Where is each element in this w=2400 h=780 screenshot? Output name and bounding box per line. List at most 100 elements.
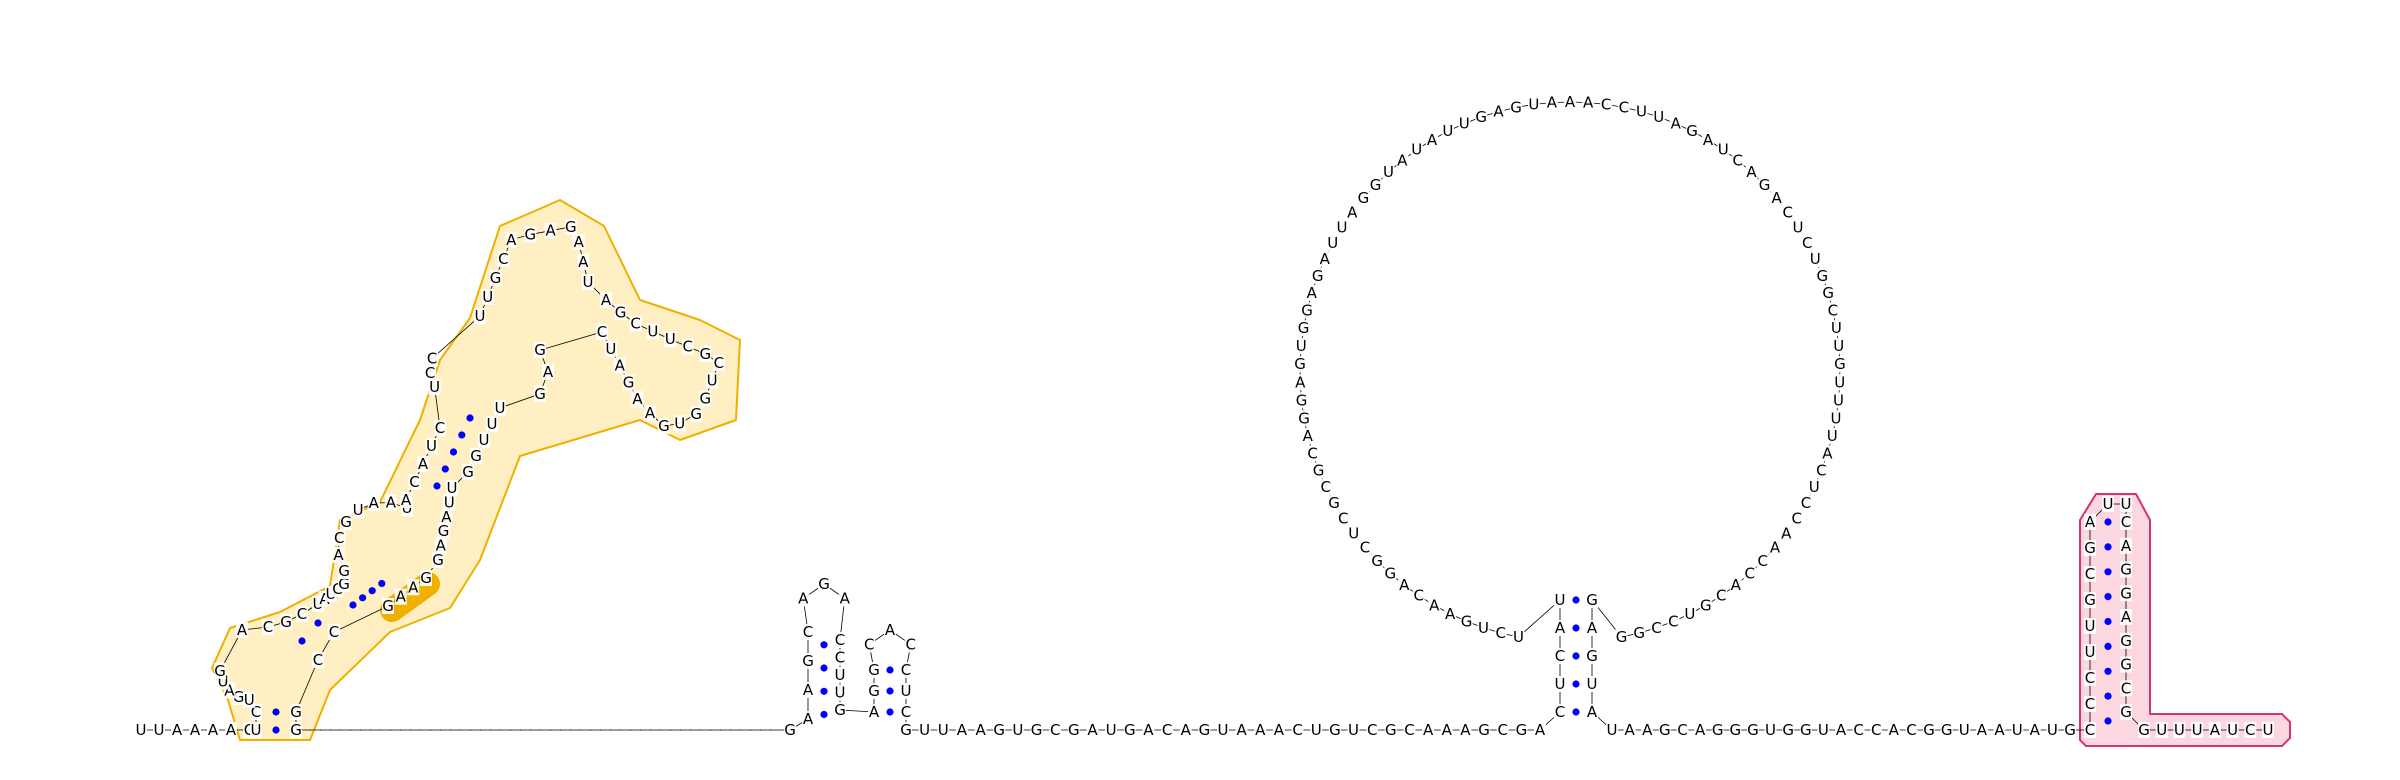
letter-backdrop xyxy=(1306,445,1319,462)
nucleotide-bigloop: U xyxy=(1718,141,1729,159)
letter-backdrop xyxy=(1832,392,1845,409)
letter-backdrop xyxy=(2120,656,2132,673)
nucleotide-bigloop: U xyxy=(1337,218,1348,236)
base-pair-dot xyxy=(1572,680,1580,688)
letter-backdrop xyxy=(1426,131,1438,148)
nucleotide-bigloop: G xyxy=(1301,301,1313,319)
letter-backdrop xyxy=(1554,648,1566,664)
nucleotide-domainA: C xyxy=(630,315,640,333)
base-pair-dot xyxy=(441,465,449,473)
letter-backdrop xyxy=(2011,722,2024,738)
base-pair-dot xyxy=(433,482,441,490)
nucleotide-bigloop: C xyxy=(1783,203,1793,221)
base-pair-dot xyxy=(820,710,828,719)
letter-backdrop xyxy=(1311,267,1324,284)
letter-backdrop xyxy=(1328,722,1341,738)
letter-backdrop xyxy=(250,722,262,738)
letter-backdrop xyxy=(1346,204,1359,221)
nucleotide-bigloop: G xyxy=(1759,176,1771,194)
nucleotide-domainA: G xyxy=(534,341,546,359)
nucleotide-domainA: A xyxy=(333,546,344,564)
letter-backdrop xyxy=(1105,722,1118,738)
letter-backdrop xyxy=(2084,592,2096,608)
letter-backdrop xyxy=(600,292,612,308)
letter-backdrop xyxy=(900,662,912,678)
letter-backdrop xyxy=(1475,109,1488,125)
nucleotide-linker2: A xyxy=(2030,721,2041,739)
nucleotide-domainA: G xyxy=(214,662,226,680)
letter-backdrop xyxy=(2120,537,2132,554)
letter-backdrop xyxy=(834,649,846,666)
nucleotide-hp1: A xyxy=(803,710,814,728)
nucleotide-linker: U xyxy=(1348,721,1359,739)
letter-backdrop xyxy=(437,523,450,540)
letter-backdrop xyxy=(900,722,912,738)
letter-backdrop xyxy=(1975,722,1988,738)
nucleotide-bigloop: C xyxy=(1496,624,1506,642)
nucleotide-hp3: C xyxy=(2085,669,2095,687)
nucleotide-tail3: A xyxy=(2210,721,2221,739)
nucleotide-tail3: G xyxy=(2138,721,2150,739)
letter-backdrop xyxy=(1357,190,1370,207)
letter-backdrop xyxy=(1458,115,1471,132)
letter-backdrop xyxy=(367,495,380,512)
nucleotide-domainA: G xyxy=(462,463,474,481)
letter-backdrop xyxy=(1444,605,1457,622)
letter-backdrop xyxy=(596,324,608,340)
letter-backdrop xyxy=(243,691,256,708)
letter-backdrop xyxy=(1600,96,1613,113)
letter-backdrop xyxy=(2084,670,2096,686)
nucleotide-linker2: U xyxy=(1607,721,1618,739)
letter-backdrop xyxy=(2084,566,2096,582)
letter-backdrop xyxy=(1297,320,1310,337)
letter-backdrop xyxy=(544,222,557,239)
nucleotide-linker: A xyxy=(975,721,986,739)
letter-backdrop xyxy=(171,722,183,738)
letter-backdrop xyxy=(312,652,324,668)
letter-backdrop xyxy=(1770,190,1783,207)
letter-backdrop xyxy=(1086,722,1099,738)
letter-backdrop xyxy=(1294,356,1307,373)
nucleotide-linker2: A xyxy=(1836,721,1847,739)
nucleotide-hp1: U xyxy=(835,666,846,684)
letter-backdrop xyxy=(863,636,876,653)
base-pair-dot xyxy=(2104,617,2112,626)
nucleotide-bigloop: U xyxy=(1528,95,1539,113)
letter-backdrop xyxy=(1067,722,1080,738)
letter-backdrop xyxy=(1512,629,1525,645)
nucleotide-linker: C xyxy=(1367,721,1377,739)
base-pair-dot xyxy=(2104,692,2112,700)
letter-backdrop xyxy=(462,464,474,480)
nucleotide-bigloop: U xyxy=(1684,605,1695,623)
nucleotide-tail3: U xyxy=(2263,721,2274,739)
letter-backdrop xyxy=(443,494,456,511)
letter-backdrop xyxy=(1586,704,1598,720)
nucleotide-linker2: A xyxy=(1695,721,1706,739)
nucleotide-linker: A xyxy=(1143,721,1154,739)
nucleotide-domainA: A xyxy=(396,588,407,606)
letter-backdrop xyxy=(1792,219,1804,236)
letter-backdrop xyxy=(582,274,594,290)
nucleotide-hp3: U xyxy=(2103,495,2114,513)
letter-backdrop xyxy=(534,385,546,402)
nucleotide-bigstem: U xyxy=(1555,591,1566,609)
base-pair-dot xyxy=(349,601,357,609)
nucleotide-linker: G xyxy=(1124,721,1136,739)
letter-backdrop xyxy=(1161,722,1174,738)
letter-backdrop xyxy=(1477,619,1490,636)
letter-backdrop xyxy=(2120,561,2132,578)
letter-backdrop xyxy=(1800,495,1812,512)
letter-backdrop xyxy=(290,704,302,720)
letter-backdrop xyxy=(384,494,397,511)
nucleotide-linker2: C xyxy=(1871,721,1881,739)
nucleotide-domainA: A xyxy=(418,455,429,473)
nucleotide-hp1: A xyxy=(798,590,809,608)
letter-backdrop xyxy=(937,722,950,738)
letter-backdrop xyxy=(2028,722,2041,738)
letter-backdrop xyxy=(1305,285,1318,301)
letter-backdrop xyxy=(486,416,498,432)
nucleotide-domainA: G xyxy=(524,226,536,244)
nucleotide-bigloop: G xyxy=(1686,122,1698,140)
nucleotide-bigloop: U xyxy=(1793,218,1804,236)
letter-backdrop xyxy=(614,304,627,321)
